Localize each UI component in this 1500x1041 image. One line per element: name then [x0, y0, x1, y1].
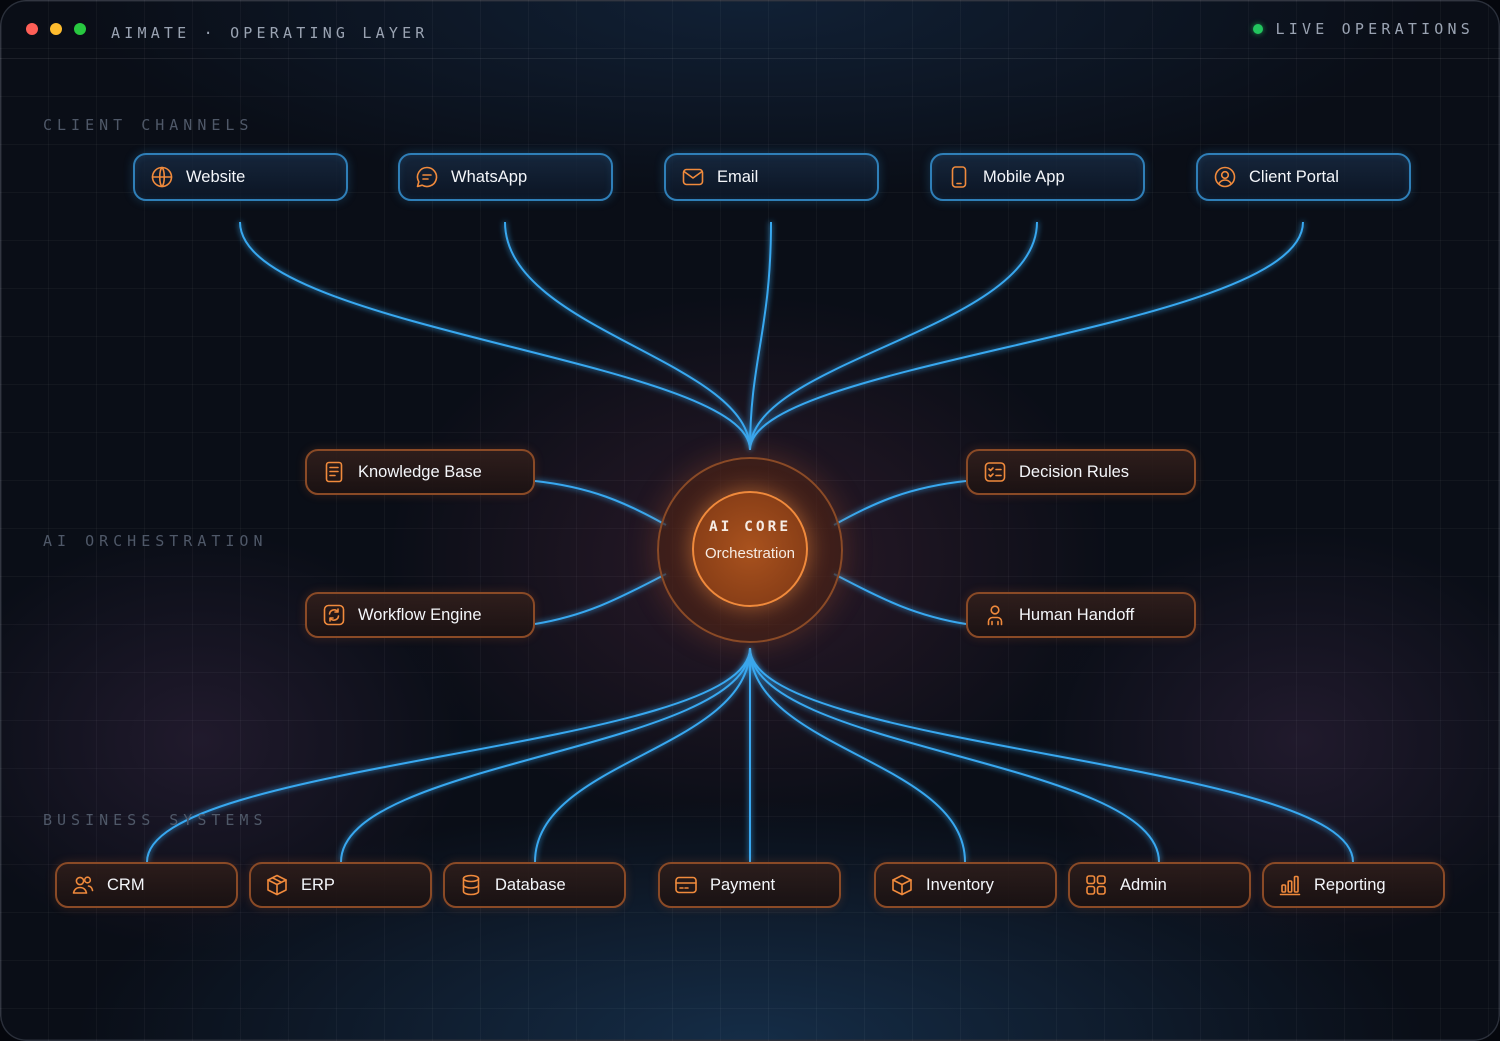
system-wire-2: [534, 647, 751, 863]
module-human-handoff[interactable]: Human Handoff: [966, 592, 1196, 638]
document-icon: [322, 460, 346, 484]
live-indicator-dot: [1252, 24, 1263, 34]
system-erp[interactable]: ERP: [249, 862, 432, 908]
smartphone-icon: [947, 165, 971, 189]
close-window-button[interactable]: [26, 23, 38, 35]
system-label: CRM: [107, 875, 145, 894]
ai-core-title: AI CORE: [708, 519, 792, 535]
live-status: LIVE OPERATIONS: [1252, 20, 1474, 38]
module-label: Decision Rules: [1019, 462, 1130, 481]
system-inventory[interactable]: Inventory: [874, 862, 1057, 908]
channel-wire-0: [239, 221, 751, 451]
system-label: Database: [495, 875, 566, 894]
envelope-icon: [681, 165, 705, 189]
section-label-client-channels: CLIENT CHANNELS: [43, 116, 254, 134]
channel-wire-4: [749, 221, 1304, 451]
channel-whatsapp[interactable]: WhatsApp: [398, 153, 613, 201]
channel-website[interactable]: Website: [133, 153, 348, 201]
system-admin[interactable]: Admin: [1068, 862, 1251, 908]
title-bar: AIMATE · OPERATING LAYER LIVE OPERATIONS: [0, 0, 1500, 59]
system-database[interactable]: Database: [443, 862, 626, 908]
maximize-window-button[interactable]: [74, 23, 86, 35]
chat-bubble-icon: [415, 165, 439, 189]
box-icon: [265, 873, 289, 897]
system-wire-6: [749, 647, 1354, 863]
module-wire-human-handoff: [833, 573, 967, 625]
credit-card-icon: [674, 873, 698, 897]
system-label: Inventory: [926, 875, 994, 894]
channel-wire-3: [749, 221, 1038, 451]
bar-chart-icon: [1278, 873, 1302, 897]
section-label-ai-orchestration: AI ORCHESTRATION: [43, 532, 268, 550]
live-status-label: LIVE OPERATIONS: [1275, 20, 1474, 38]
channel-label: Client Portal: [1249, 167, 1339, 186]
system-label: ERP: [301, 875, 335, 894]
system-label: Reporting: [1314, 875, 1386, 894]
grid-apps-icon: [1084, 873, 1108, 897]
database-icon: [459, 873, 483, 897]
module-workflow-engine[interactable]: Workflow Engine: [305, 592, 535, 638]
module-label: Knowledge Base: [358, 462, 482, 481]
users-icon: [71, 873, 95, 897]
app-title: AIMATE · OPERATING LAYER: [111, 24, 429, 42]
module-label: Workflow Engine: [358, 605, 482, 624]
channel-label: Mobile App: [983, 167, 1065, 186]
globe-icon: [150, 165, 174, 189]
system-crm[interactable]: CRM: [55, 862, 238, 908]
channel-client-portal[interactable]: Client Portal: [1196, 153, 1411, 201]
module-wire-decision-rules: [833, 480, 967, 526]
module-knowledge-base[interactable]: Knowledge Base: [305, 449, 535, 495]
ai-core-subtitle: Orchestration: [704, 545, 796, 562]
refresh-cycle-icon: [322, 603, 346, 627]
package-icon: [890, 873, 914, 897]
system-wire-0: [146, 647, 751, 863]
channel-email[interactable]: Email: [664, 153, 879, 201]
channel-label: Website: [186, 167, 246, 186]
system-reporting[interactable]: Reporting: [1262, 862, 1445, 908]
module-label: Human Handoff: [1019, 605, 1135, 624]
system-wire-5: [749, 647, 1160, 863]
section-label-business-systems: BUSINESS SYSTEMS: [43, 811, 268, 829]
ai-core-node[interactable]: [692, 491, 808, 607]
channel-label: WhatsApp: [451, 167, 528, 186]
checklist-icon: [983, 460, 1007, 484]
channel-mobile-app[interactable]: Mobile App: [930, 153, 1145, 201]
channel-wire-2: [749, 221, 772, 451]
channel-label: Email: [717, 167, 759, 186]
system-label: Admin: [1120, 875, 1167, 894]
system-wire-4: [749, 647, 966, 863]
module-wire-knowledge-base: [534, 480, 667, 526]
user-circle-icon: [1213, 165, 1237, 189]
system-payment[interactable]: Payment: [658, 862, 841, 908]
system-label: Payment: [710, 875, 776, 894]
system-wire-1: [340, 647, 751, 863]
person-icon: [983, 603, 1007, 627]
channel-wire-1: [504, 221, 751, 451]
minimize-window-button[interactable]: [50, 23, 62, 35]
module-wire-workflow-engine: [534, 573, 667, 625]
module-decision-rules[interactable]: Decision Rules: [966, 449, 1196, 495]
